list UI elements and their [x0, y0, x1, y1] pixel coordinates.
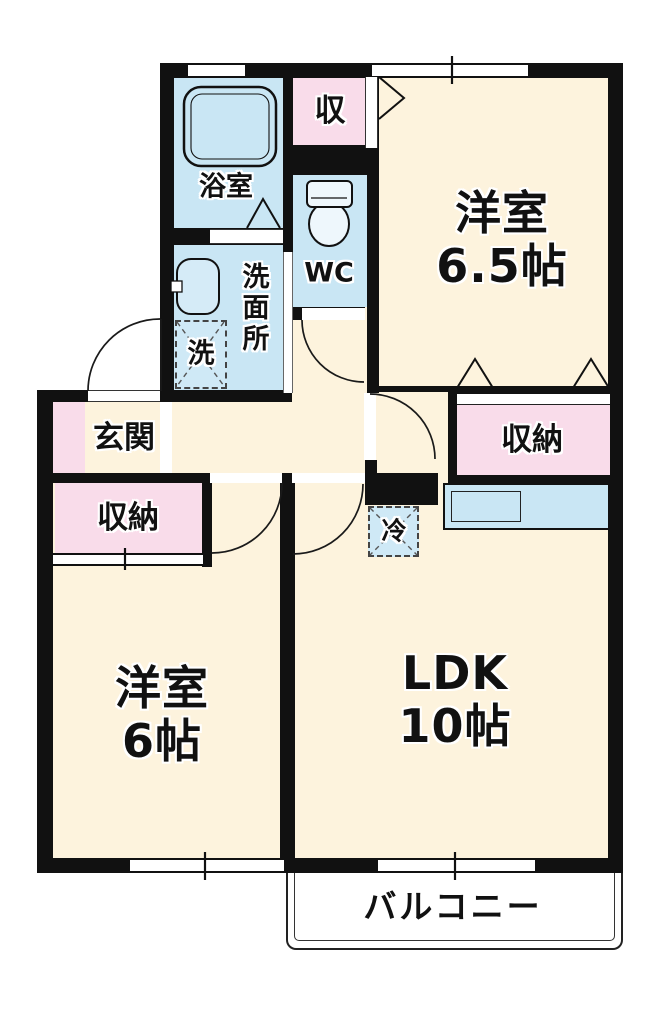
window-western-small [130, 858, 284, 873]
closet-upper-label: 収 [314, 93, 346, 130]
wc-label: WC [304, 257, 354, 289]
wall-hall-bottom [37, 473, 292, 483]
door-western-small [210, 473, 282, 483]
window-bathroom [188, 63, 245, 78]
wall-left-upper [160, 63, 174, 402]
wall-pocket-top [379, 386, 448, 392]
western-large-size: 6.5帖 [436, 239, 568, 293]
balcony-label: バルコニー [363, 887, 543, 927]
laundry-label: 洗 [187, 338, 215, 370]
western-small-size: 6帖 [121, 714, 202, 768]
kitchen-sink [451, 491, 521, 522]
wall-bathroom-right [283, 78, 293, 252]
wall-entrance-top [37, 390, 292, 402]
door-bathroom [210, 229, 283, 244]
closet-east-floor [457, 405, 610, 475]
wall-room6-ldk-divider [280, 482, 295, 873]
western-small-name: 洋室 [115, 661, 209, 716]
door-entrance [88, 390, 160, 402]
closet-east-label: 収納 [501, 422, 563, 459]
wall-left-lower [37, 390, 53, 873]
ldk-size: 10帖 [398, 699, 512, 753]
wall-bottom [37, 858, 623, 873]
ldk-label: LDK 10帖 [398, 647, 511, 753]
fridge-label: 冷 [381, 516, 407, 546]
window-western-large [372, 63, 528, 78]
sliding-door-washroom [283, 252, 293, 393]
window-ldk [378, 858, 535, 873]
door-western-large [364, 393, 376, 460]
closet-west-floor [55, 483, 202, 553]
room-bathroom-floor [174, 78, 283, 228]
entrance-step [160, 402, 172, 473]
wall-closet-wc-divider [293, 145, 379, 175]
western-large-name: 洋室 [455, 186, 549, 241]
wall-western-large-left-stub [365, 460, 377, 473]
wall-closet-west-right [202, 473, 212, 567]
balcony-inner-line [294, 873, 615, 941]
entrance-label: 玄関 [93, 420, 155, 457]
closet-east-door-front [457, 394, 610, 405]
entrance-door-swing [87, 318, 161, 392]
closet-west-label: 収納 [97, 500, 159, 537]
washroom-label: 洗面所 [237, 262, 269, 355]
ldk-name: LDK [401, 646, 509, 701]
western-large-label: 洋室 6.5帖 [436, 187, 568, 293]
wall-right [608, 63, 623, 873]
door-closet-upper [365, 77, 378, 148]
sliding-door-closet-west [53, 553, 203, 566]
door-ldk [292, 473, 365, 483]
closet-upper-floor [293, 78, 367, 145]
door-wc [302, 308, 365, 320]
wall-kitchen-stub [365, 473, 438, 505]
entrance-cabinet [53, 402, 85, 473]
bathroom-label: 浴室 [199, 171, 253, 203]
western-small-label: 洋室 6帖 [115, 662, 209, 768]
